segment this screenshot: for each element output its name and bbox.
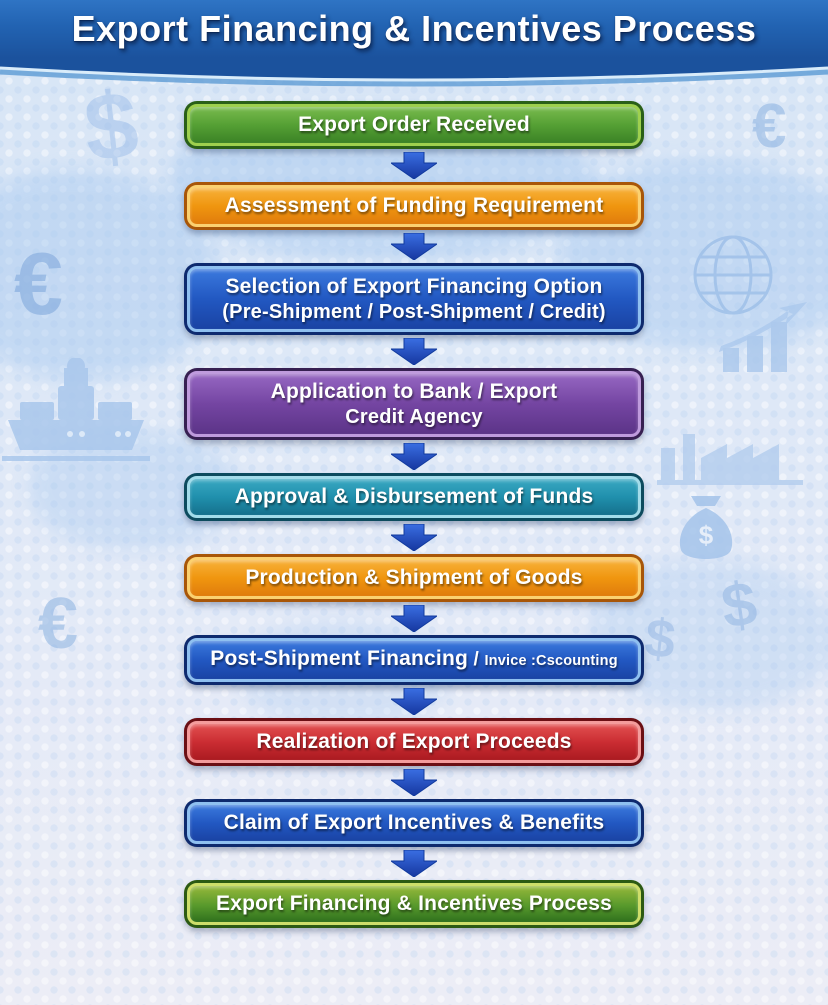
flow-step-label: Claim of Export Incentives & Benefits xyxy=(223,811,605,834)
flow-step-1: Export Order Received xyxy=(184,101,644,149)
flow-step-label: Assessment of Funding Requirement xyxy=(224,194,604,217)
down-arrow-icon xyxy=(391,230,437,263)
flow: Export Order Received Assessment of Fund… xyxy=(0,101,828,928)
flow-step-label: Post-Shipment Financing / Invice :Cscoun… xyxy=(210,647,618,670)
flow-step-2: Assessment of Funding Requirement xyxy=(184,182,644,230)
factory-icon xyxy=(657,434,803,485)
flow-step-10: Export Financing & Incentives Process xyxy=(184,880,644,928)
flow-step-label: Production & Shipment of Goods xyxy=(245,566,583,589)
flow-step-8: Realization of Export Proceeds xyxy=(184,718,644,766)
flow-step-face: Realization of Export Proceeds xyxy=(187,721,641,763)
down-arrow-icon xyxy=(391,602,437,635)
flow-step-label: (Pre-Shipment / Post-Shipment / Credit) xyxy=(222,301,606,323)
flow-step-face: Export Financing & Incentives Process xyxy=(187,883,641,925)
flow-step-label: Selection of Export Financing Option xyxy=(225,275,603,298)
flow-step-face: Claim of Export Incentives & Benefits xyxy=(187,802,641,844)
flow-step-label: Export Order Received xyxy=(298,113,530,136)
header-curve-divider xyxy=(0,57,828,87)
flow-step-label: Approval & Disbursement of Funds xyxy=(234,485,594,508)
globe-icon xyxy=(693,235,773,315)
money-bag-icon: $ xyxy=(679,496,733,559)
down-arrow-icon xyxy=(391,335,437,368)
flow-step-9: Claim of Export Incentives & Benefits xyxy=(184,799,644,847)
flow-step-face: Approval & Disbursement of Funds xyxy=(187,476,641,518)
cargo-ship-icon xyxy=(2,358,150,461)
euro-icon: € xyxy=(14,234,63,333)
flow-step-label: Credit Agency xyxy=(345,406,483,428)
flow-step-5: Approval & Disbursement of Funds xyxy=(184,473,644,521)
svg-text:$: $ xyxy=(699,520,714,550)
page-title: Export Financing & Incentives Process xyxy=(71,8,757,49)
flow-step-face: Export Order Received xyxy=(187,104,641,146)
down-arrow-icon xyxy=(391,149,437,182)
header-banner: Export Financing & Incentives Process xyxy=(0,0,828,91)
flow-step-face: Assessment of Funding Requirement xyxy=(187,185,641,227)
flow-step-label-suffix: Invice :Cscounting xyxy=(484,653,618,669)
flow-step-label: Export Financing & Incentives Process xyxy=(215,892,612,915)
down-arrow-icon xyxy=(391,847,437,880)
flow-step-face: Post-Shipment Financing / Invice :Cscoun… xyxy=(187,638,641,682)
flow-step-label: Application to Bank / Export xyxy=(270,380,558,403)
flow-step-7: Post-Shipment Financing / Invice :Cscoun… xyxy=(184,635,644,685)
down-arrow-icon xyxy=(391,766,437,799)
down-arrow-icon xyxy=(391,685,437,718)
flow-step-face: Selection of Export Financing Option (Pre… xyxy=(187,266,641,332)
flow-step-6: Production & Shipment of Goods xyxy=(184,554,644,602)
flow-step-label-separator: / xyxy=(468,649,485,670)
down-arrow-icon xyxy=(391,521,437,554)
down-arrow-icon xyxy=(391,440,437,473)
euro-icon: € xyxy=(752,92,787,161)
euro-icon: € xyxy=(38,584,79,664)
growth-chart-icon xyxy=(719,302,807,372)
flow-step-label: Realization of Export Proceeds xyxy=(256,730,572,753)
flow-step-3: Selection of Export Financing Option (Pre… xyxy=(184,263,644,335)
flow-step-face: Production & Shipment of Goods xyxy=(187,557,641,599)
